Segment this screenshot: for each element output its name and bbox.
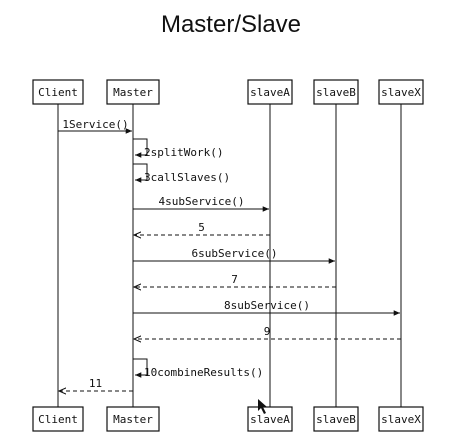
message-5: 5 — [134, 221, 270, 235]
message-10: 10combineResults() — [133, 358, 263, 379]
diagram-title: Master/Slave — [161, 11, 301, 38]
message-label: 10combineResults() — [144, 366, 263, 379]
participant-box — [313, 79, 359, 105]
message-label: 4subService() — [158, 195, 244, 208]
participant-label: Master — [113, 86, 153, 99]
message-4: 4subService() — [133, 195, 269, 212]
participant-client-top: Client — [32, 79, 84, 105]
participant-slaveB-bottom: slaveB — [313, 406, 359, 432]
participant-label: slaveX — [381, 86, 421, 99]
message-6: 6subService() — [133, 247, 335, 264]
message-label: 3callSlaves() — [144, 171, 230, 184]
participant-label: slaveA — [250, 86, 290, 99]
message-7: 7 — [134, 273, 336, 287]
participant-label: Client — [38, 413, 78, 426]
message-3: 3callSlaves() — [133, 163, 230, 184]
message-label: 11 — [89, 377, 102, 390]
participant-slaveA-bottom: slaveA — [247, 406, 293, 432]
message-9: 9 — [134, 325, 401, 339]
message-label: 6subService() — [191, 247, 277, 260]
message-8: 8subService() — [133, 299, 400, 316]
participant-label: Master — [113, 413, 153, 426]
participant-label: slaveB — [316, 86, 356, 99]
participant-box — [247, 406, 293, 432]
participant-box — [32, 406, 84, 432]
lifelines — [57, 104, 402, 407]
participant-client-bottom: Client — [32, 406, 84, 432]
participant-label: slaveX — [381, 413, 421, 426]
message-label: 7 — [231, 273, 238, 286]
participant-box — [106, 406, 160, 432]
self-call-arrow — [133, 138, 148, 158]
mouse-cursor-icon — [258, 399, 267, 414]
participant-label: Client — [38, 86, 78, 99]
participant-box — [32, 79, 84, 105]
participant-label: slaveA — [250, 413, 290, 426]
message-label: 5 — [198, 221, 205, 234]
participant-box — [313, 406, 359, 432]
participant-master-bottom: Master — [106, 406, 160, 432]
message-label: 2splitWork() — [144, 146, 223, 159]
participant-box — [378, 406, 424, 432]
participant-slaveX-bottom: slaveX — [378, 406, 424, 432]
message-11: 11 — [59, 377, 133, 391]
message-label: 9 — [264, 325, 271, 338]
self-call-arrow — [133, 358, 148, 378]
participant-slaveB-top: slaveB — [313, 79, 359, 105]
participant-slaveX-top: slaveX — [378, 79, 424, 105]
self-call-arrow — [133, 163, 148, 183]
participant-boxes: ClientClientMasterMasterslaveAslaveAslav… — [32, 79, 424, 432]
message-label: 8subService() — [224, 299, 310, 312]
participant-box — [106, 79, 160, 105]
message-label: 1Service() — [62, 118, 128, 131]
participant-label: slaveB — [316, 413, 356, 426]
participant-box — [247, 79, 293, 105]
message-2: 2splitWork() — [133, 138, 223, 159]
participant-master-top: Master — [106, 79, 160, 105]
message-1: 1Service() — [58, 118, 132, 134]
messages: 1Service() 2splitWork() 3callSlaves() 4subS… — [58, 118, 401, 391]
participant-slaveA-top: slaveA — [247, 79, 293, 105]
participant-box — [378, 79, 424, 105]
